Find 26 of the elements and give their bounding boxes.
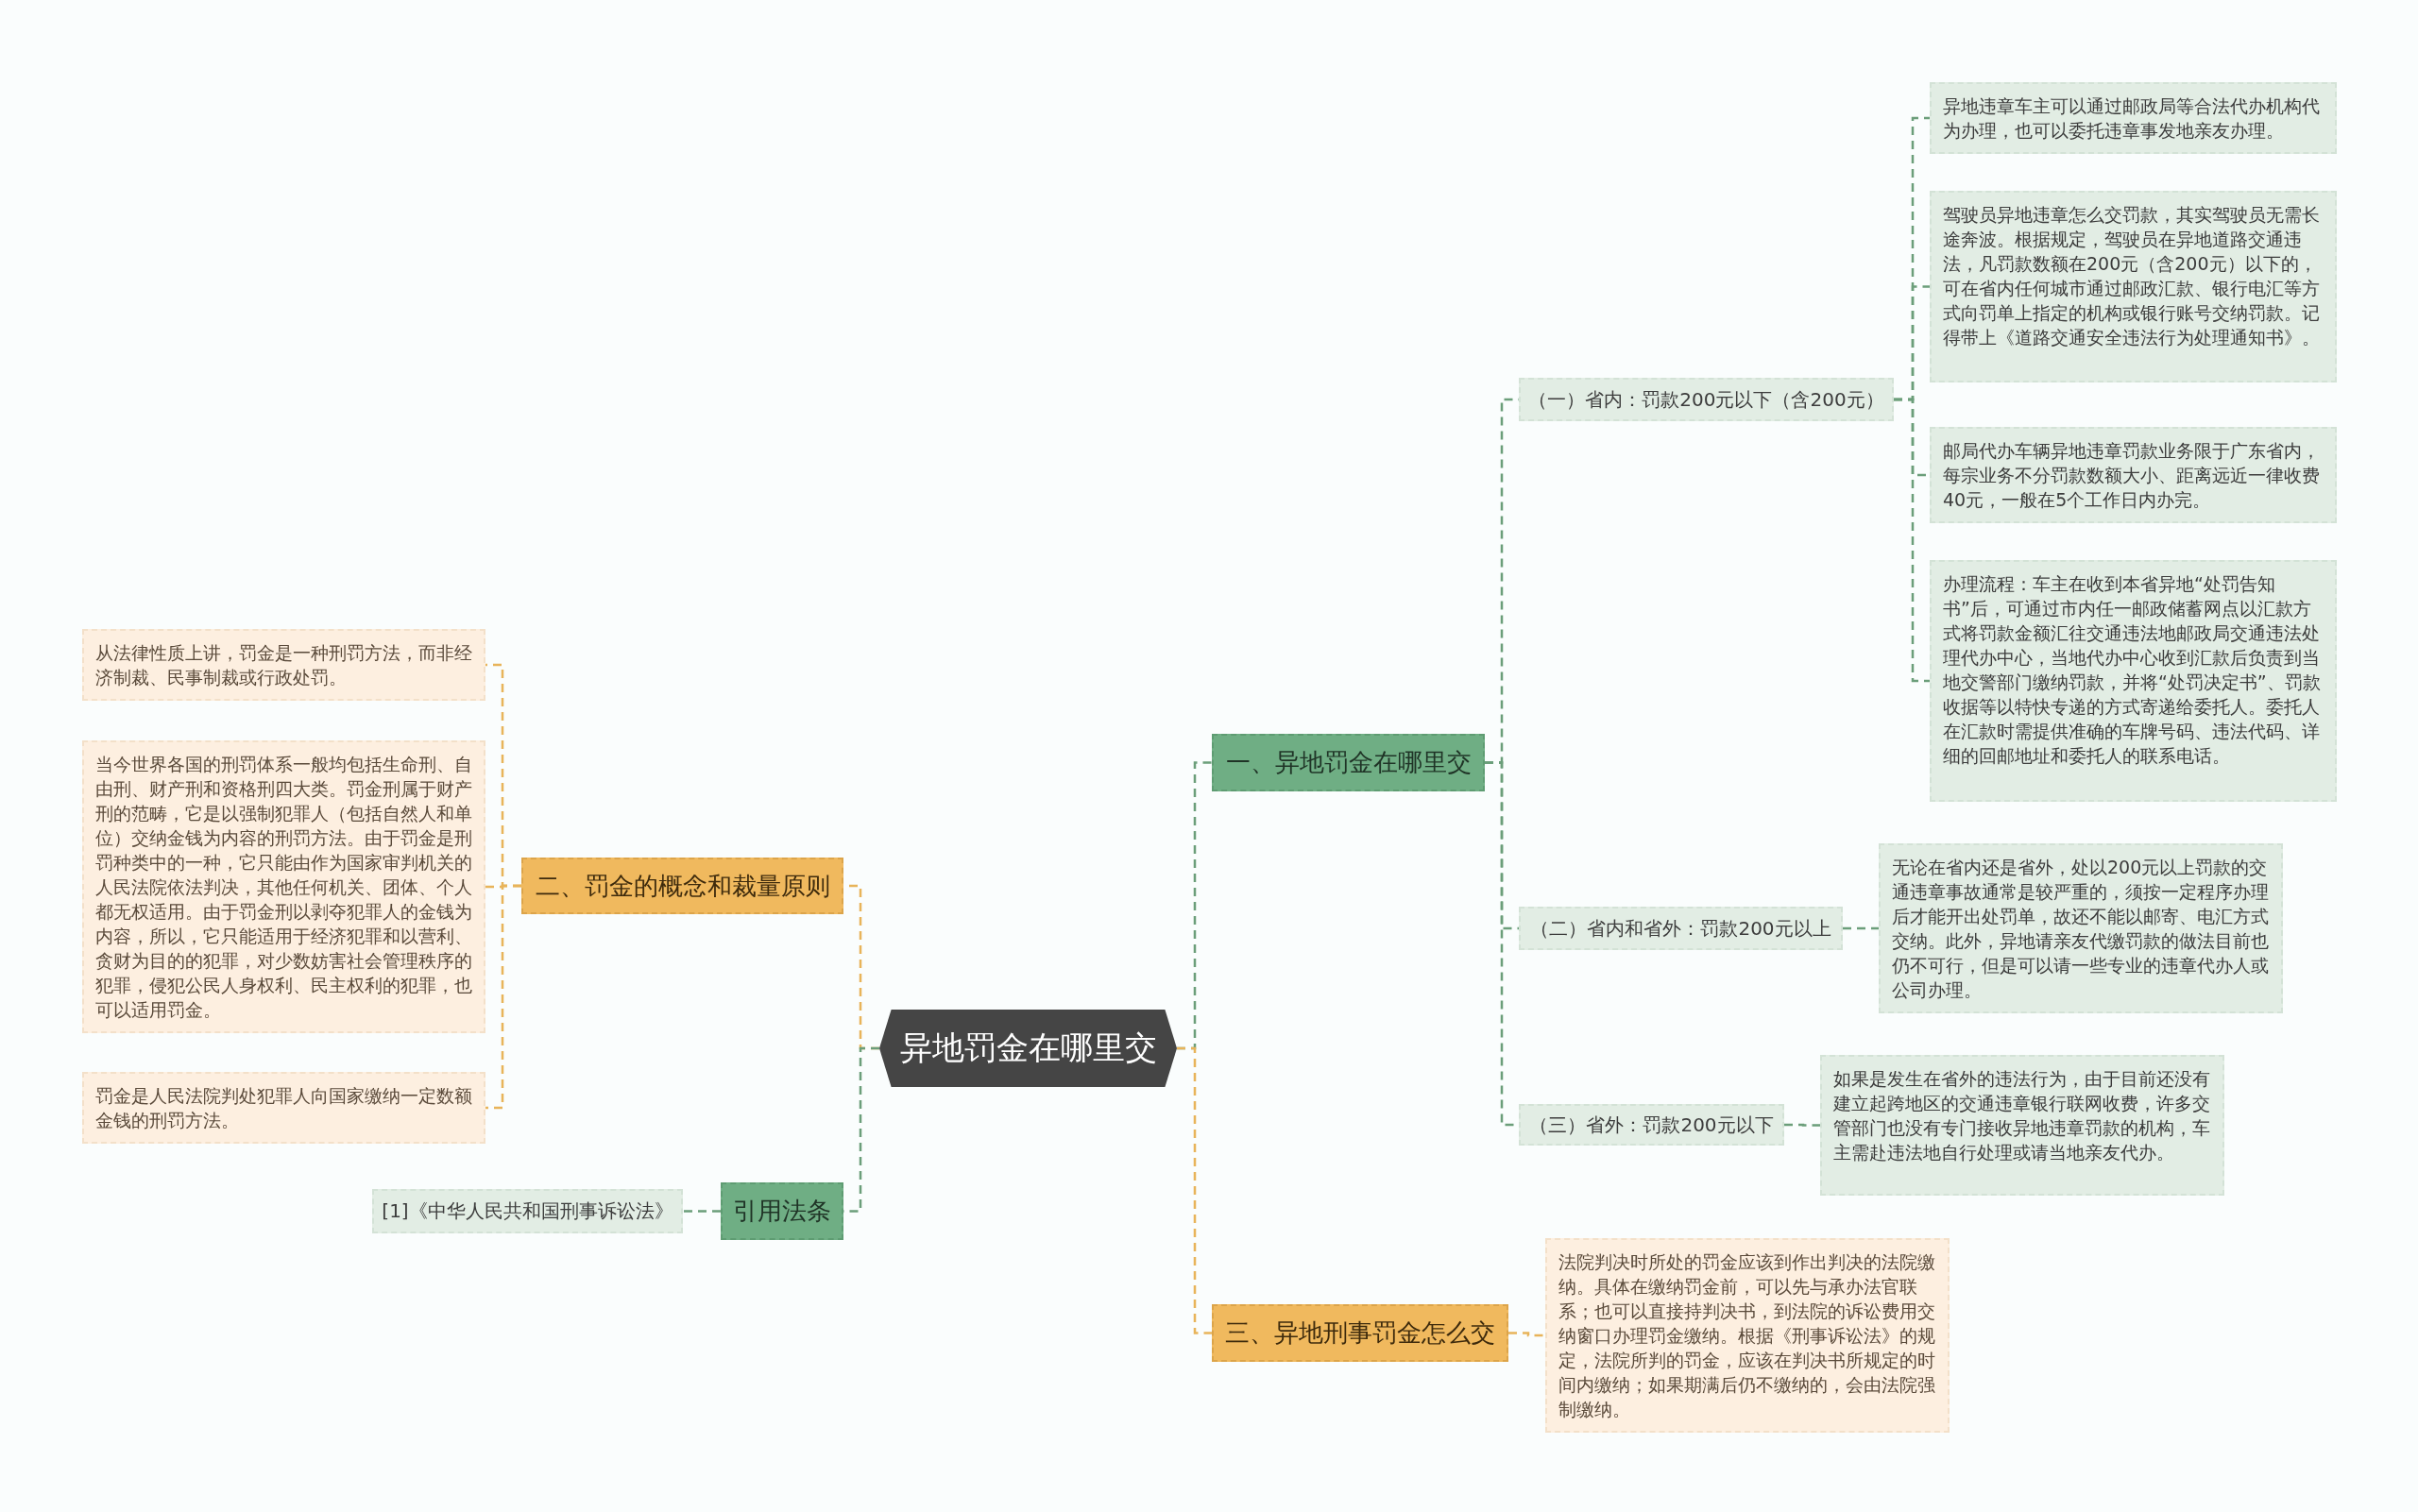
branch-box: 引用法条	[721, 1182, 843, 1240]
note-box: 办理流程：车主在收到本省异地“处罚告知书”后，可通过市内任一邮政储蓄网点以汇款方式将罚款金额汇往交通违法地邮政局交通违法处理代办中心，当地代办中心收到汇款后负责到当地交警部门缴纳罚款，并将“处罚决定书”、罚款收据等以特快专递的方式寄递给委托人。委托人在汇款时需提供准确的车牌号码、违法代码、详细的回邮地址和委托人的联系电话。	[1930, 560, 2337, 802]
subtopic-box: （二）省内和省外：罚款200元以上	[1519, 907, 1843, 950]
branch-box: 三、异地刑事罚金怎么交	[1212, 1304, 1508, 1362]
connector-line	[485, 884, 521, 1110]
subtopic-box: （三）省外：罚款200元以下	[1519, 1104, 1784, 1146]
note-box: 无论在省内还是省外，处以200元以上罚款的交通违章事故通常是较严重的，须按一定程序办理后才能开出处罚单，故还不能以邮寄、电汇方式交纳。此外，异地请亲友代缴罚款的做法目前也仍不可行，但是可以请一些专业的违章代办人或公司办理。	[1879, 843, 2283, 1013]
central-topic: 异地罚金在哪里交	[879, 1010, 1177, 1087]
connector-line	[1177, 1046, 1212, 1334]
connector-line	[1508, 1332, 1545, 1337]
connector-line	[1894, 398, 1930, 683]
reference-box: [1]《中华人民共和国刑事诉讼法》	[372, 1189, 683, 1233]
note-box: 从法律性质上讲，罚金是一种刑罚方法，而非经济制裁、民事制裁或行政处罚。	[82, 629, 485, 701]
connector-line	[683, 1210, 721, 1213]
note-box: 法院判决时所处的罚金应该到作出判决的法院缴纳。具体在缴纳罚金前，可以先与承办法官联系；也可以直接持判决书，到法院的诉讼费用交纳窗口办理罚金缴纳。根据《刑事诉讼法》的规定，法院所判的罚金，应该在判决书所规定的时间内缴纳；如果期满后仍不缴纳的，会由法院强制缴纳。	[1545, 1238, 1950, 1433]
note-box: 邮局代办车辆异地违章罚款业务限于广东省内，每宗业务不分罚款数额大小、距离远近一律收费40元，一般在5个工作日内办完。	[1930, 427, 2337, 523]
note-box: 罚金是人民法院判处犯罪人向国家缴纳一定数额金钱的刑罚方法。	[82, 1072, 485, 1144]
branch-box: 一、异地罚金在哪里交	[1212, 734, 1485, 791]
note-box: 如果是发生在省外的违法行为，由于目前还没有建立起跨地区的交通违章银行联网收费，许多交管部门也没有专门接收异地违章罚款的机构，车主需赴违法地自行处理或请当地亲友代办。	[1820, 1055, 2224, 1196]
note-box: 驾驶员异地违章怎么交罚款，其实驾驶员无需长途奔波。根据规定，驾驶员在异地道路交通违法，凡罚款数额在200元（含200元）以下的，可在省内任何城市通过邮政汇款、银行电汇等方式向罚单上指定的机构或银行账号交纳罚款。记得带上《道路交通安全违法行为处理通知书》。	[1930, 191, 2337, 382]
subtopic-box: （一）省内：罚款200元以下（含200元）	[1519, 378, 1894, 421]
note-box: 当今世界各国的刑罚体系一般均包括生命刑、自由刑、财产刑和资格刑四大类。罚金刑属于财产刑的范畴，它是以强制犯罪人（包括自然人和单位）交纳金钱为内容的刑罚方法。由于罚金是刑罚种类中的一种，它只能由作为国家审判机关的人民法院依法判决，其他任何机关、团体、个人都无权适用。由于罚金刑以剥夺犯罪人的金钱为内容，所以，它只能适用于经济犯罪和以营利、贪财为目的的犯罪，对少数妨害社会管理秩序的犯罪，侵犯公民人身权利、民主权利的犯罪，也可以适用罚金。	[82, 740, 485, 1033]
note-box: 异地违章车主可以通过邮政局等合法代办机构代为办理，也可以委托违章事发地亲友办理。	[1930, 82, 2337, 154]
connector-line	[1843, 926, 1879, 930]
branch-box: 二、罚金的概念和裁量原则	[521, 858, 843, 914]
connector-line	[1784, 1123, 1820, 1127]
